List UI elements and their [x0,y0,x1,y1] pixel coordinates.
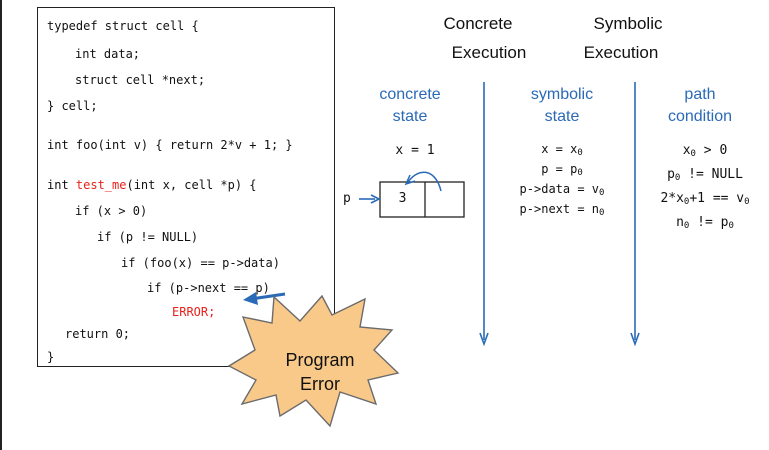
code-line: return 0; [65,327,131,341]
code-line: typedef struct cell { [47,19,199,33]
symbolic-p-next: p->next = n0 [492,202,632,218]
sym-subscript: 0 [599,188,605,198]
pc-subscript: 0 [728,221,734,231]
symbolic-p-data: p->data = v0 [492,182,632,198]
sym-text: p->data = v [519,182,600,196]
pc-subscript: 0 [690,149,696,159]
path-timeline-arrowhead [630,332,640,347]
program-error-starburst [227,294,400,428]
path-cond-2: p0 != NULL [640,167,769,183]
column-concrete-state: concrete state [340,84,480,128]
next-self-pointer-arrow [407,171,442,192]
heading-concrete: Concrete [443,14,513,33]
code-line: int data; [75,47,141,61]
pc-subscript: 0 [683,221,690,231]
code-line: } cell; [47,99,98,113]
code-keyword: int [47,178,76,192]
column-label: symbolic [530,86,594,103]
code-line: struct cell *next; [75,73,206,87]
code-line: if (p != NULL) [97,230,199,244]
sym-subscript: 0 [577,148,583,158]
heap-cell-box [379,181,465,218]
pc-text: n [676,215,684,230]
sym-text: p = p [541,162,578,176]
function-name-test-me: test_me [75,178,127,192]
heading-symbolic: Symbolic [593,14,663,33]
path-cond-4: n0 != p0 [640,215,769,231]
pc-subscript: 0 [674,173,681,183]
code-line: int foo(int v) { return 2*v + 1; } [47,138,293,152]
symbolic-p: p = p0 [492,162,632,178]
column-path-condition: path condition [630,84,769,128]
column-symbolic-state: symbolic state [492,84,632,128]
code-line: } [47,350,55,364]
sym-text: p->next = n [519,202,600,216]
callout-line: Program [285,350,355,370]
pc-text: p [667,167,675,182]
error-statement: ERROR; [172,305,216,319]
error-pointer-arrowhead [243,292,258,305]
heading-concrete-execution: Execution [451,43,527,62]
pc-subscript: 0 [744,197,750,207]
pc-text: +1 == v [689,191,745,206]
pc-subscript: 0 [683,197,690,207]
code-line: int test_me(int x, cell *p) { [47,178,257,192]
sym-subscript: 0 [577,168,583,178]
pc-text: 2*x [660,191,684,206]
concrete-x-value: x = 1 [395,143,435,158]
code-line: if (p->next == p) [147,281,270,295]
column-label: condition [667,108,733,125]
sym-text: x = x [541,142,578,156]
left-frame-border [0,0,2,450]
column-label: state [544,108,580,125]
column-label: path [684,86,716,103]
pc-text: x [682,143,691,158]
column-label: concrete [379,86,441,103]
code-line: if (x > 0) [75,204,148,218]
code-params: (int x, cell *p) { [126,178,257,192]
cell-data-value: 3 [398,191,407,206]
program-error-callout: Program Error [270,348,370,396]
column-label: state [392,108,428,125]
p-pointer-arrowhead [370,194,381,204]
next-self-pointer-arrowhead [404,174,416,186]
heading-symbolic-execution: Execution [583,43,659,62]
pc-text: != NULL [680,167,743,182]
symbolic-timeline-arrowhead [479,332,489,347]
pc-text: > 0 [695,143,728,158]
path-cond-3: 2*x0+1 == v0 [640,191,769,207]
pc-text: != p [689,215,729,230]
path-cond-1: x0 > 0 [640,143,769,159]
sym-subscript: 0 [599,208,605,218]
code-line: if (foo(x) == p->data) [121,256,280,270]
pointer-label-p: p [343,191,351,206]
callout-line: Error [300,374,340,394]
symbolic-x: x = x0 [492,142,632,158]
